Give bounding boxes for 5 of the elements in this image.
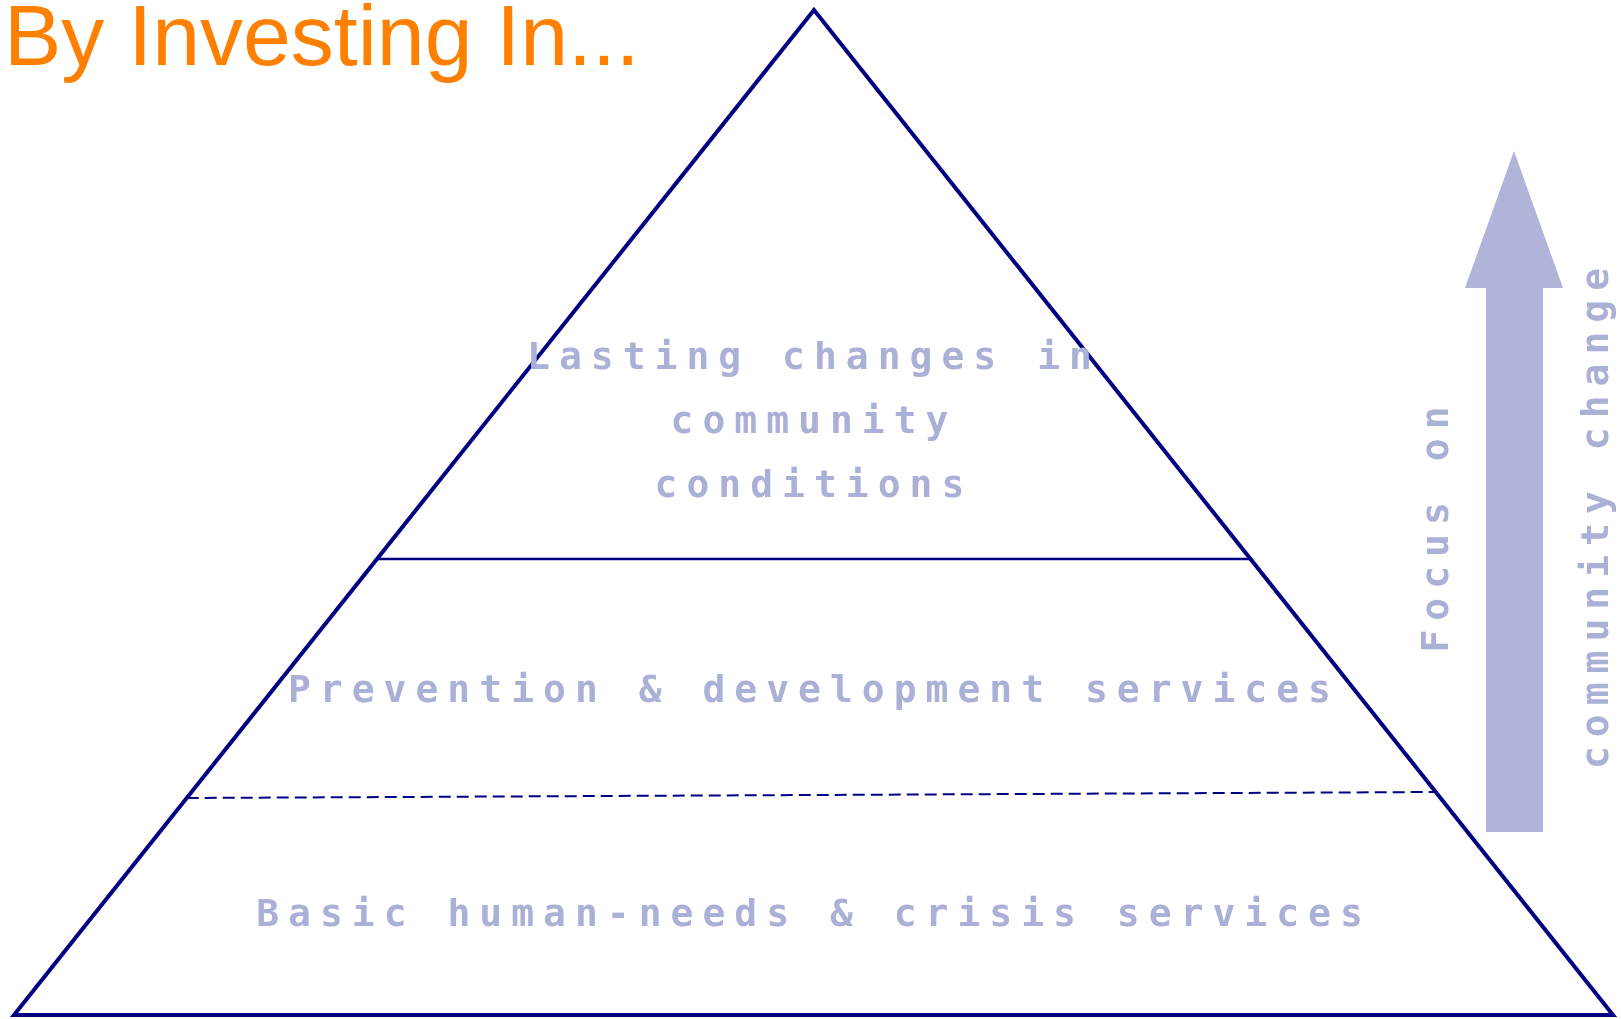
vertical-label: Focus on — [1413, 397, 1457, 653]
tier-label: Prevention & development services — [287, 666, 1341, 713]
title: By Investing In... — [4, 0, 640, 85]
vertical-label: community change — [1573, 259, 1617, 769]
tier-label: Basic human-needs & crisis services — [255, 890, 1373, 937]
